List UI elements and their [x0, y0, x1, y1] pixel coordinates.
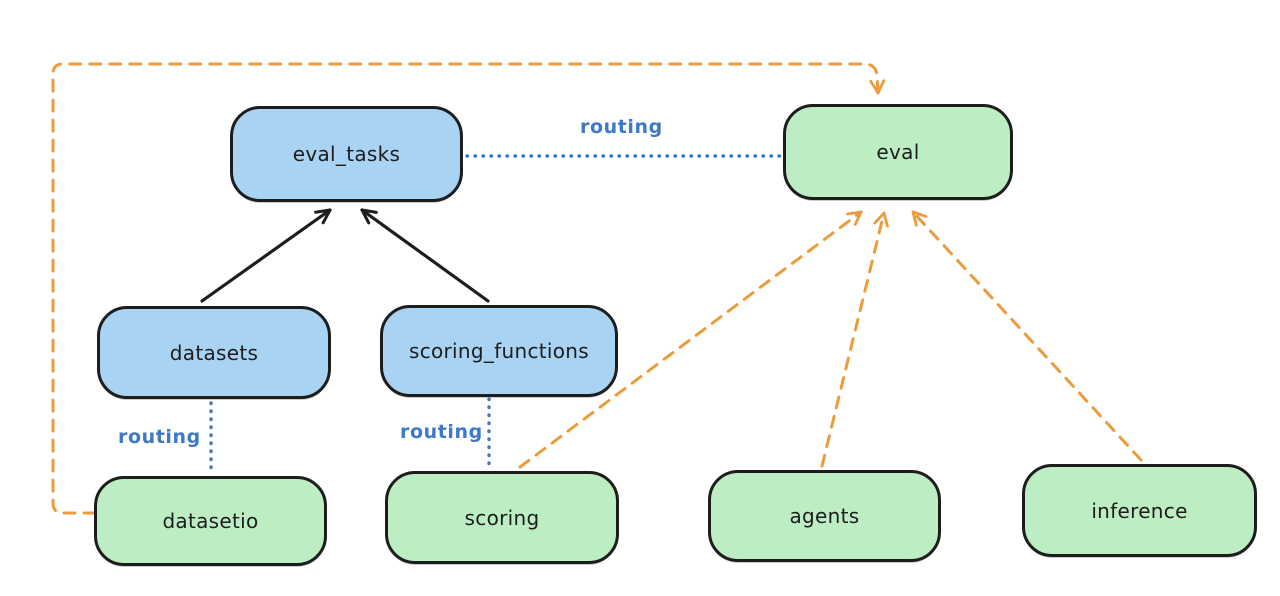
- edge-scoring-to-eval: [518, 210, 863, 469]
- node-datasets: datasets: [97, 306, 331, 399]
- node-agents: agents: [708, 470, 941, 562]
- node-eval: eval: [783, 104, 1013, 200]
- routing-label-eval-tasks-eval: routing: [580, 116, 663, 138]
- edge-inference-to-eval: [911, 210, 1143, 462]
- node-eval-tasks: eval_tasks: [230, 106, 463, 202]
- node-scoring-functions: scoring_functions: [380, 305, 618, 397]
- node-inference: inference: [1022, 464, 1257, 557]
- node-agents-label: agents: [789, 504, 860, 528]
- edge-datasets-to-eval-tasks: [200, 208, 332, 303]
- routing-label-datasets-datasetio: routing: [118, 426, 201, 448]
- node-datasetio-label: datasetio: [162, 509, 259, 533]
- node-scoring: scoring: [385, 471, 619, 564]
- node-scoring-functions-label: scoring_functions: [408, 339, 590, 363]
- node-eval-tasks-label: eval_tasks: [292, 142, 401, 166]
- edge-agents-to-eval: [820, 211, 889, 468]
- node-inference-label: inference: [1091, 498, 1188, 523]
- node-scoring-label: scoring: [464, 505, 540, 530]
- node-eval-label: eval: [876, 140, 920, 164]
- routing-label-scoring-functions-scoring: routing: [400, 421, 483, 443]
- edge-datasetio-to-eval-loop: [51, 62, 886, 515]
- node-datasets-label: datasets: [169, 340, 259, 365]
- node-datasetio: datasetio: [94, 476, 327, 566]
- edge-scoring-functions-to-eval-tasks: [360, 208, 490, 303]
